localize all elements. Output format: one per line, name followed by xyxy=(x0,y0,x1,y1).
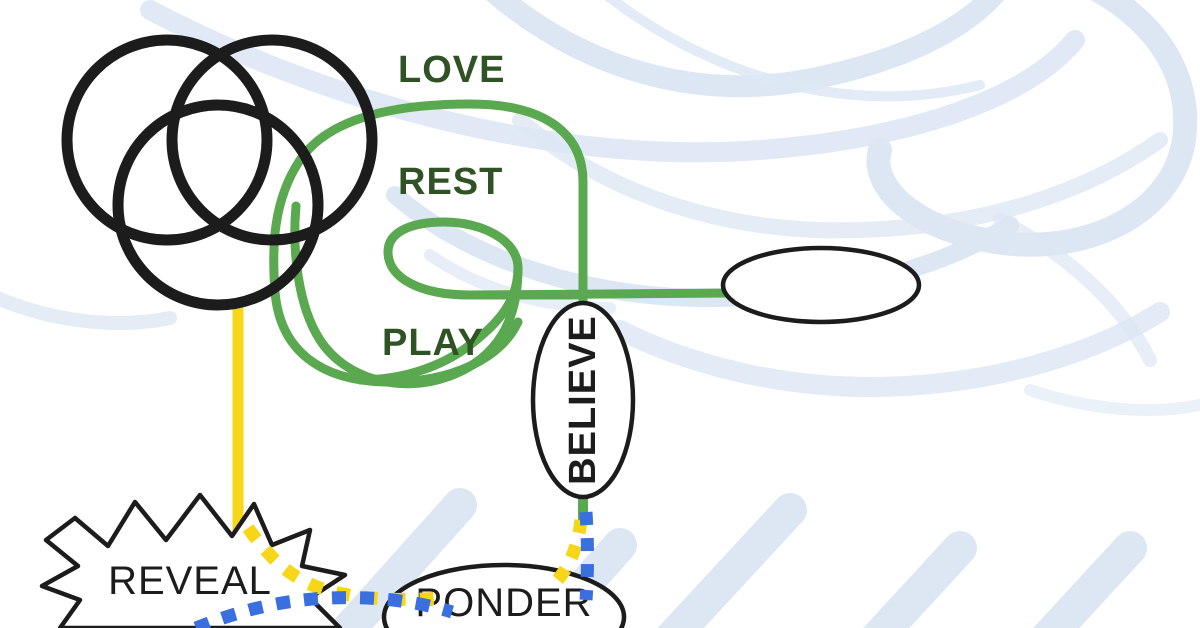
venn-circles-group xyxy=(61,34,378,311)
label-love: LOVE xyxy=(398,49,505,91)
node-believe-label: BELIEVE xyxy=(562,315,604,485)
label-rest: REST xyxy=(398,161,503,203)
connector-blue-dotted xyxy=(193,591,454,628)
node-ponder-label: PONDER xyxy=(415,581,592,625)
venn-circle-left xyxy=(61,34,273,246)
venn-circle-bottom xyxy=(112,99,324,311)
node-reveal-label: REVEAL xyxy=(108,559,272,603)
connector-yellow-dotted xyxy=(242,524,441,606)
venn-circle-right xyxy=(166,34,378,246)
node-reveal-starburst[interactable] xyxy=(39,492,348,628)
label-play: PLAY xyxy=(382,322,484,364)
connector-green-rest xyxy=(355,217,588,385)
connector-blue-dotted-believe xyxy=(579,511,594,601)
connector-green-horizontal xyxy=(469,288,729,300)
connector-yellow-dotted-believe xyxy=(550,519,588,587)
watermark-strokes xyxy=(0,0,1200,416)
node-blank-ellipse[interactable] xyxy=(720,245,922,325)
connector-green-play xyxy=(290,201,523,389)
node-believe-ellipse[interactable] xyxy=(530,300,636,500)
